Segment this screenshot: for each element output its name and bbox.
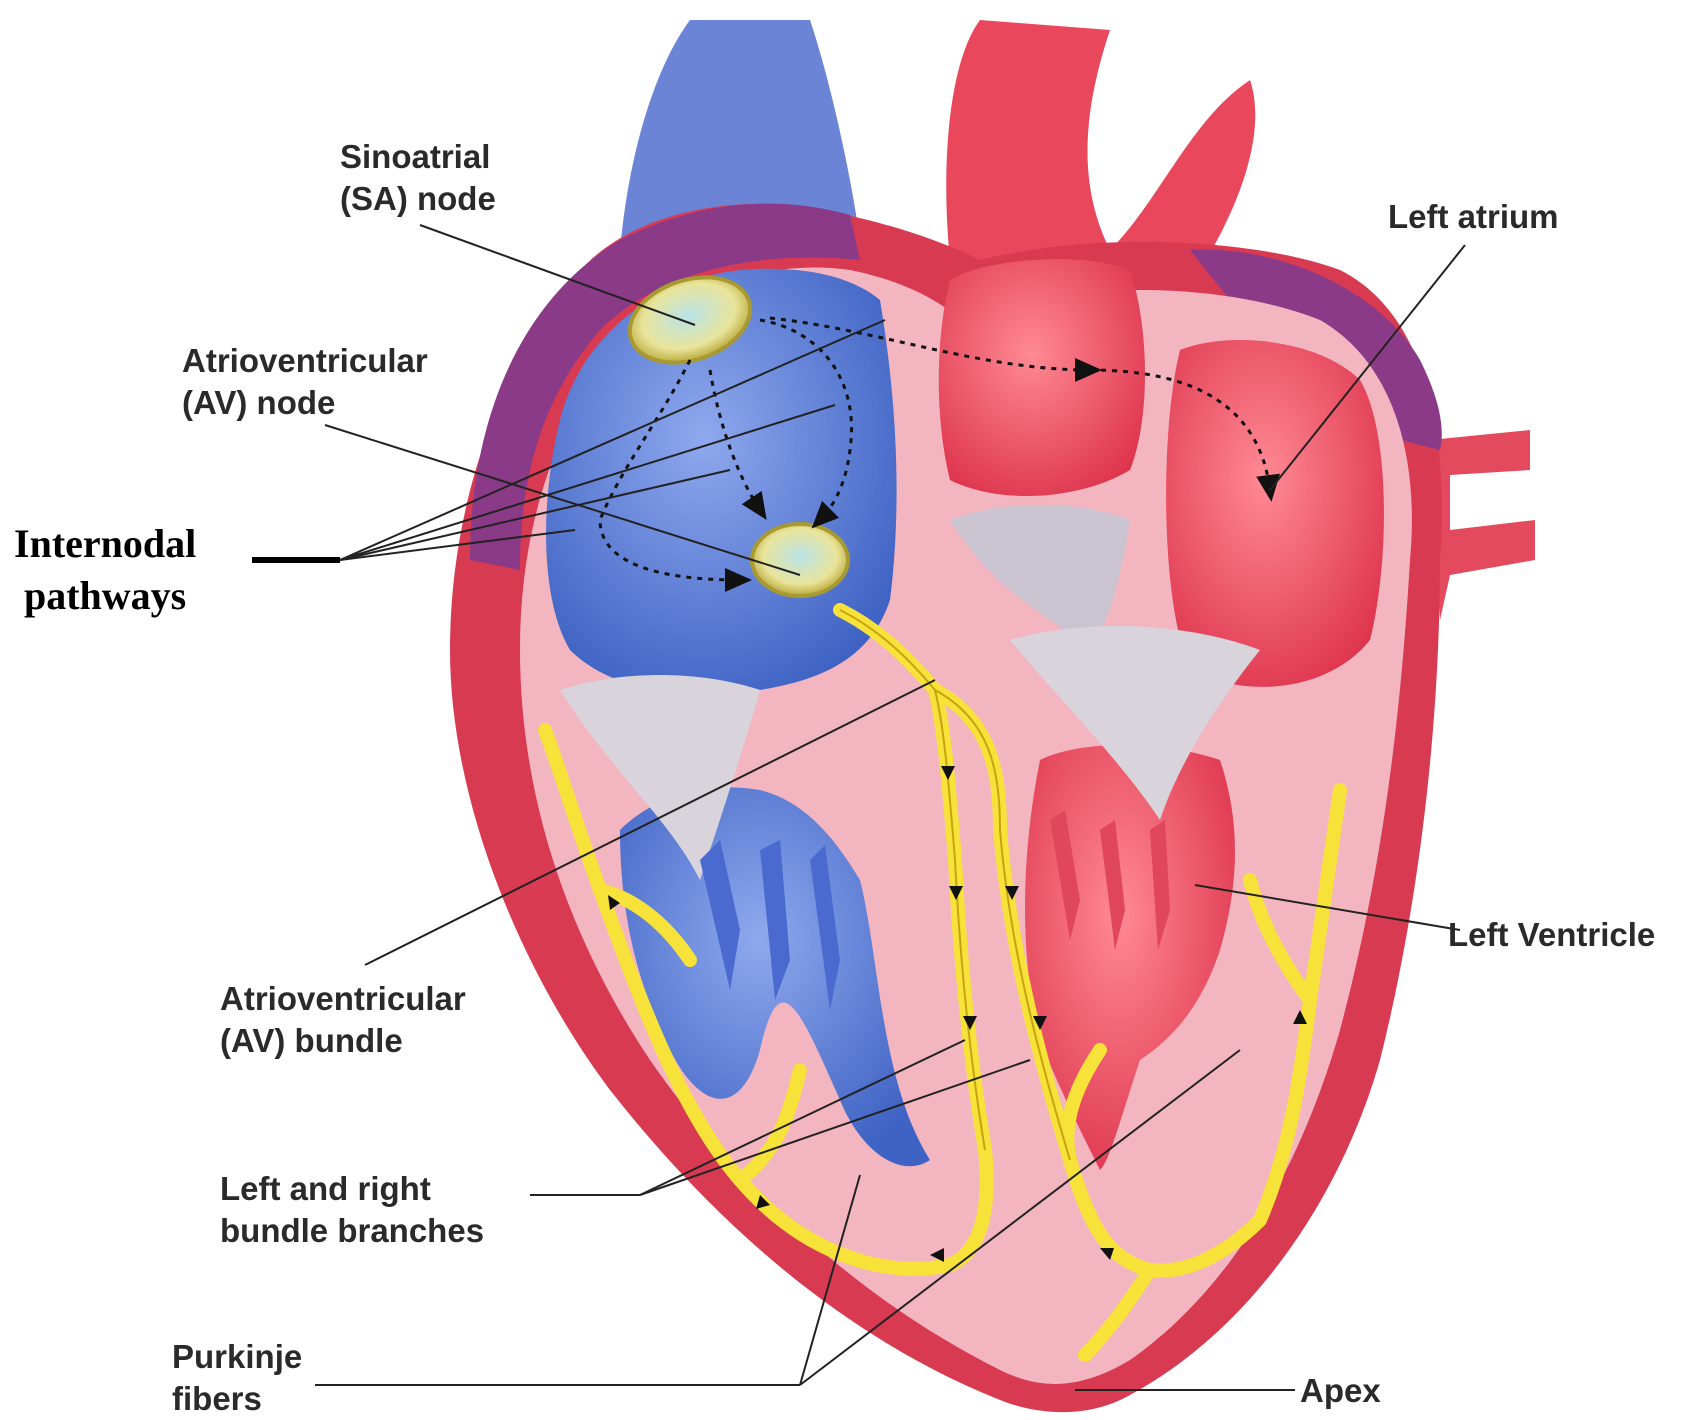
internodal-pathways-label: Internodal pathways (14, 518, 196, 622)
left-atrium-label: Left atrium (1388, 196, 1559, 238)
av-node-label: Atrioventricular (AV) node (182, 340, 428, 424)
purkinje-label-line1: Purkinje (172, 1336, 302, 1378)
sa-node-label: Sinoatrial (SA) node (340, 136, 496, 220)
sa-node-label-line1: Sinoatrial (340, 136, 496, 178)
left-ventricle-label: Left Ventricle (1448, 914, 1655, 956)
internodal-label-line2: pathways (14, 570, 196, 622)
av-bundle-label-line1: Atrioventricular (220, 978, 466, 1020)
purkinje-label-line2: fibers (172, 1378, 302, 1420)
bundle-branches-label-line2: bundle branches (220, 1210, 484, 1252)
pulmonary-veins (1430, 430, 1535, 620)
av-bundle-label: Atrioventricular (AV) bundle (220, 978, 466, 1062)
av-node (752, 524, 848, 596)
internodal-label-line1: Internodal (14, 518, 196, 570)
bundle-branches-label-line1: Left and right (220, 1168, 484, 1210)
aortic-root (939, 259, 1145, 496)
sa-node-label-line2: (SA) node (340, 178, 496, 220)
av-bundle-label-line2: (AV) bundle (220, 1020, 466, 1062)
av-node-label-line2: (AV) node (182, 382, 428, 424)
bundle-branches-label: Left and right bundle branches (220, 1168, 484, 1252)
av-node-label-line1: Atrioventricular (182, 340, 428, 382)
purkinje-fibers-label: Purkinje fibers (172, 1336, 302, 1420)
apex-label: Apex (1300, 1370, 1381, 1412)
